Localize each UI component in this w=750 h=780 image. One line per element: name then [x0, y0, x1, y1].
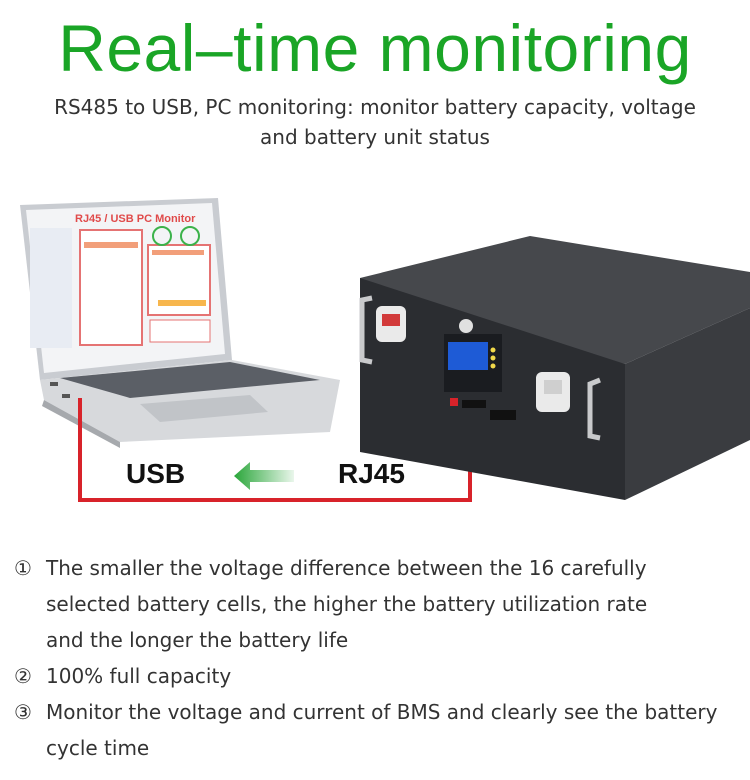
battery-monitoring-illustration: RJ45 / USB PC Monitor: [20, 198, 750, 502]
feature-line: cycle time: [46, 736, 150, 760]
feature-number: ②: [14, 664, 32, 688]
laptop: RJ45 / USB PC Monitor: [20, 198, 340, 448]
list-item: ① The smaller the voltage difference bet…: [14, 550, 744, 658]
subtitle: RS485 to USB, PC monitoring: monitor bat…: [0, 92, 750, 152]
laptop-screen-title: RJ45 / USB PC Monitor: [75, 213, 196, 225]
feature-line: The smaller the voltage difference betwe…: [46, 556, 647, 580]
feature-list: ① The smaller the voltage difference bet…: [14, 550, 744, 766]
feature-line: 100% full capacity: [46, 664, 232, 688]
subtitle-line-2: and battery unit status: [260, 125, 490, 149]
page-title: Real–time monitoring: [58, 11, 692, 85]
list-item: ② 100% full capacity: [14, 658, 744, 694]
arrow-left-icon: [234, 462, 294, 490]
feature-number: ③: [14, 700, 32, 724]
usb-label: USB: [126, 458, 186, 489]
subtitle-line-1: RS485 to USB, PC monitoring: monitor bat…: [54, 95, 696, 119]
feature-text: Monitor the voltage and current of BMS a…: [46, 694, 744, 766]
feature-line: selected battery cells, the higher the b…: [46, 592, 648, 616]
rj45-label: RJ45: [338, 458, 405, 489]
feature-line: Monitor the voltage and current of BMS a…: [46, 700, 718, 724]
feature-line: and the longer the battery life: [46, 628, 349, 652]
list-item: ③ Monitor the voltage and current of BMS…: [14, 694, 744, 766]
battery-unit: [359, 236, 750, 500]
feature-text: The smaller the voltage difference betwe…: [46, 550, 744, 658]
feature-number: ①: [14, 556, 32, 580]
feature-text: 100% full capacity: [46, 658, 744, 694]
